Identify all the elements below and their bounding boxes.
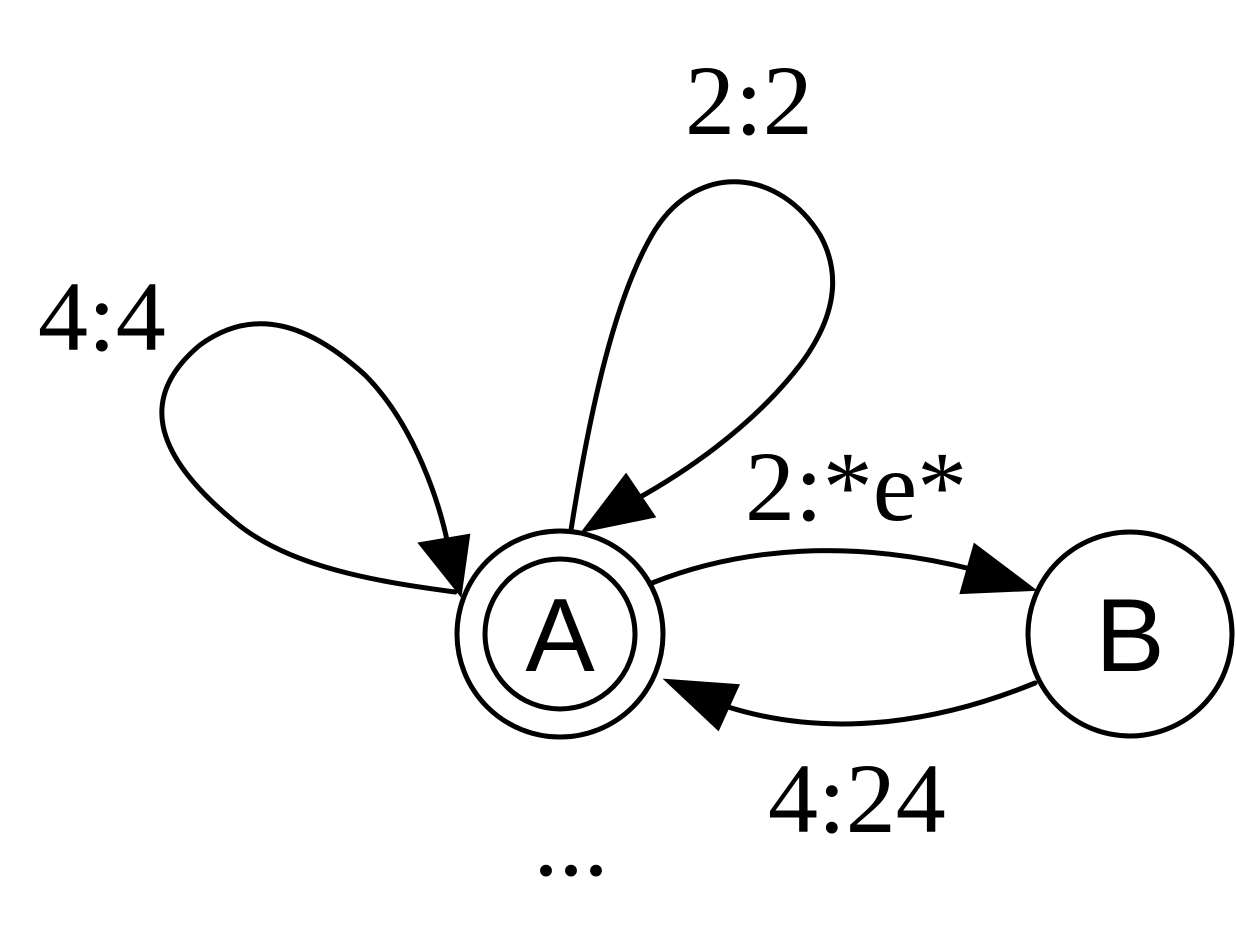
edge-path-a-self-loop-top	[568, 179, 836, 533]
node-a-inner-ring	[482, 556, 638, 712]
continuation-ellipsis: ...	[534, 786, 609, 897]
node-b-label: B	[1095, 578, 1164, 694]
edge-b-to-a: 4:24	[662, 678, 1038, 854]
edge-path-a-to-b	[649, 548, 978, 586]
edge-label-2-e: 2:*e*	[745, 431, 967, 542]
arrowhead-a-self-loop-left	[417, 533, 471, 598]
edge-label-4-24: 4:24	[768, 743, 946, 854]
arrowhead-b-to-a	[662, 678, 741, 732]
edge-a-to-a-2-2: 2:2	[568, 45, 836, 534]
arrowhead-a-self-loop-top	[580, 472, 657, 534]
state-node-b: B	[1025, 529, 1235, 739]
edge-a-to-a-4-4: 4:4	[38, 261, 471, 598]
edge-a-to-b: 2:*e*	[649, 431, 1038, 595]
arrowhead-a-to-b	[959, 542, 1038, 595]
edge-path-a-self-loop-left	[159, 321, 458, 595]
edge-label-2-2: 2:2	[685, 45, 813, 156]
edge-label-4-4: 4:4	[38, 261, 166, 372]
edge-path-b-to-a	[722, 680, 1038, 727]
node-b-ring	[1025, 529, 1235, 739]
state-node-a: A	[454, 528, 666, 740]
node-a-label: A	[525, 578, 595, 694]
